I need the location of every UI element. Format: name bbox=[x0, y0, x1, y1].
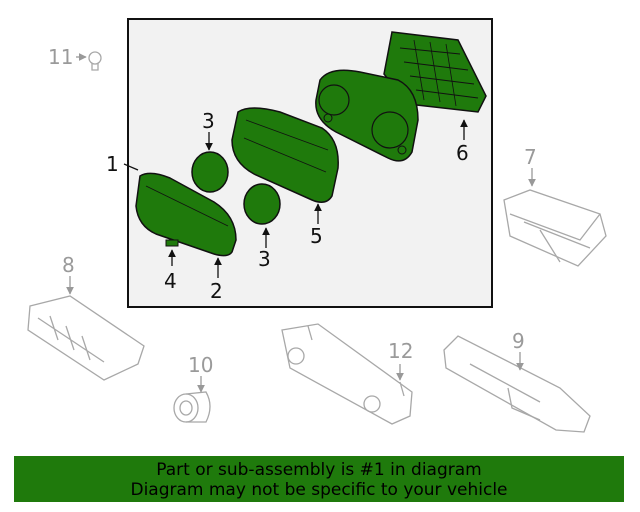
notice-line-1: Part or sub-assembly is #1 in diagram bbox=[156, 460, 482, 480]
callout-6[interactable]: 6 bbox=[456, 141, 469, 165]
callout-10[interactable]: 10 bbox=[188, 353, 213, 377]
callout-4[interactable]: 4 bbox=[164, 269, 177, 293]
clip-part[interactable] bbox=[165, 239, 179, 247]
parts-diagram: 1 3 3 2 4 5 6 11 7 8 10 12 9 bbox=[27, 18, 607, 433]
callout-7[interactable]: 7 bbox=[524, 145, 537, 169]
control-panel-12-part[interactable] bbox=[281, 323, 413, 425]
callout-2[interactable]: 2 bbox=[210, 279, 223, 303]
bracket-9-part[interactable] bbox=[443, 335, 591, 433]
callout-3-lower[interactable]: 3 bbox=[258, 247, 271, 271]
callout-1[interactable]: 1 bbox=[106, 152, 119, 176]
switch-panel-8-part[interactable] bbox=[27, 295, 145, 381]
bolt-part[interactable] bbox=[88, 51, 102, 71]
front-bezel-part[interactable] bbox=[135, 172, 237, 257]
cluster-mask-part[interactable] bbox=[231, 107, 339, 203]
module-7-part[interactable] bbox=[503, 189, 607, 267]
notice-banner: Part or sub-assembly is #1 in diagram Di… bbox=[14, 456, 624, 502]
callout-3-upper[interactable]: 3 bbox=[202, 109, 215, 133]
gauge-lens-lower[interactable] bbox=[243, 183, 281, 225]
cluster-body-part[interactable] bbox=[315, 69, 419, 162]
callout-8[interactable]: 8 bbox=[62, 253, 75, 277]
gauge-lens-upper[interactable] bbox=[191, 151, 229, 193]
callout-11[interactable]: 11 bbox=[48, 45, 73, 69]
notice-line-2: Diagram may not be specific to your vehi… bbox=[130, 480, 508, 500]
knob-10-part[interactable] bbox=[173, 391, 211, 423]
callout-5[interactable]: 5 bbox=[310, 224, 323, 248]
callout-9[interactable]: 9 bbox=[512, 329, 525, 353]
leader-lines-active bbox=[123, 119, 468, 278]
callout-12[interactable]: 12 bbox=[388, 339, 413, 363]
